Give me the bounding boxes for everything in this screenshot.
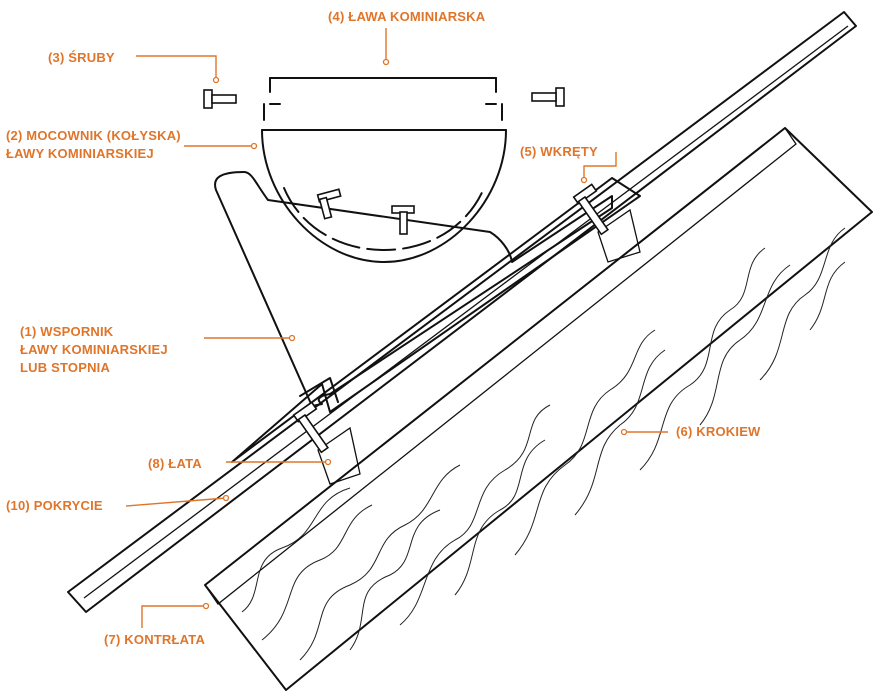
label-rafter: (6) KROKIEW xyxy=(676,424,761,439)
leader-lines xyxy=(125,28,668,628)
label-batten: (8) ŁATA xyxy=(148,456,202,471)
label-bracket-line3: LUB STOPNIA xyxy=(20,360,111,375)
screw-upper xyxy=(572,183,610,236)
cradle xyxy=(261,129,507,263)
sweep-bench xyxy=(263,77,503,121)
rafter-grain xyxy=(241,227,846,661)
label-cradle-line2: ŁAWY KOMINIARSKIEJ xyxy=(6,146,154,161)
bracket xyxy=(214,171,613,407)
roof-covering xyxy=(67,11,857,613)
label-counter-batten: (7) KONTRŁATA xyxy=(104,632,206,647)
batten-upper xyxy=(597,208,641,263)
label-covering: (10) POKRYCIE xyxy=(6,498,103,513)
counter-batten xyxy=(204,127,797,605)
label-screws: (5) WKRĘTY xyxy=(520,144,598,159)
label-bracket-line1: (1) WSPORNIK xyxy=(20,324,114,339)
label-cradle-line1: (2) MOCOWNIK (KOŁYSKA) xyxy=(6,128,181,143)
label-bolts: (3) ŚRUBY xyxy=(48,50,115,65)
label-bracket-line2: ŁAWY KOMINIARSKIEJ xyxy=(20,342,168,357)
bolt-right xyxy=(531,87,565,107)
screw-lower xyxy=(292,401,330,454)
batten-lower xyxy=(317,426,361,485)
label-chimney-bench: (4) ŁAWA KOMINIARSKA xyxy=(328,9,486,24)
bolt-cradle-right xyxy=(391,205,415,235)
bolt-cradle-left xyxy=(316,188,342,220)
bolt-left xyxy=(203,89,237,109)
